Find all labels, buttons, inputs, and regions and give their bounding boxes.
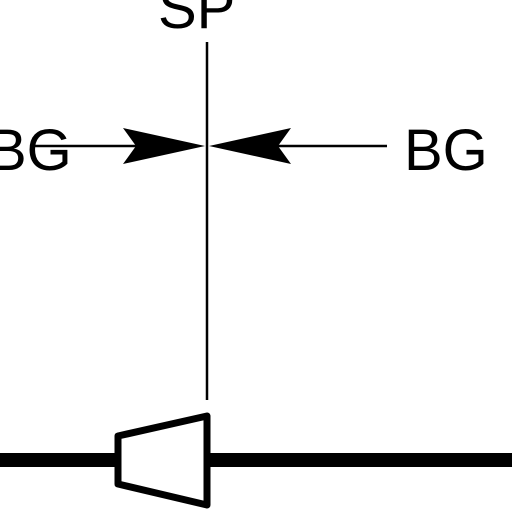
trapezoid-icon (114, 412, 211, 509)
label-sp: SP (158, 0, 235, 41)
label-bg-left: BG (0, 118, 72, 183)
arrow-left-icon (209, 128, 291, 164)
arrow-right-icon (123, 128, 205, 164)
label-bg-right: BG (404, 118, 488, 183)
